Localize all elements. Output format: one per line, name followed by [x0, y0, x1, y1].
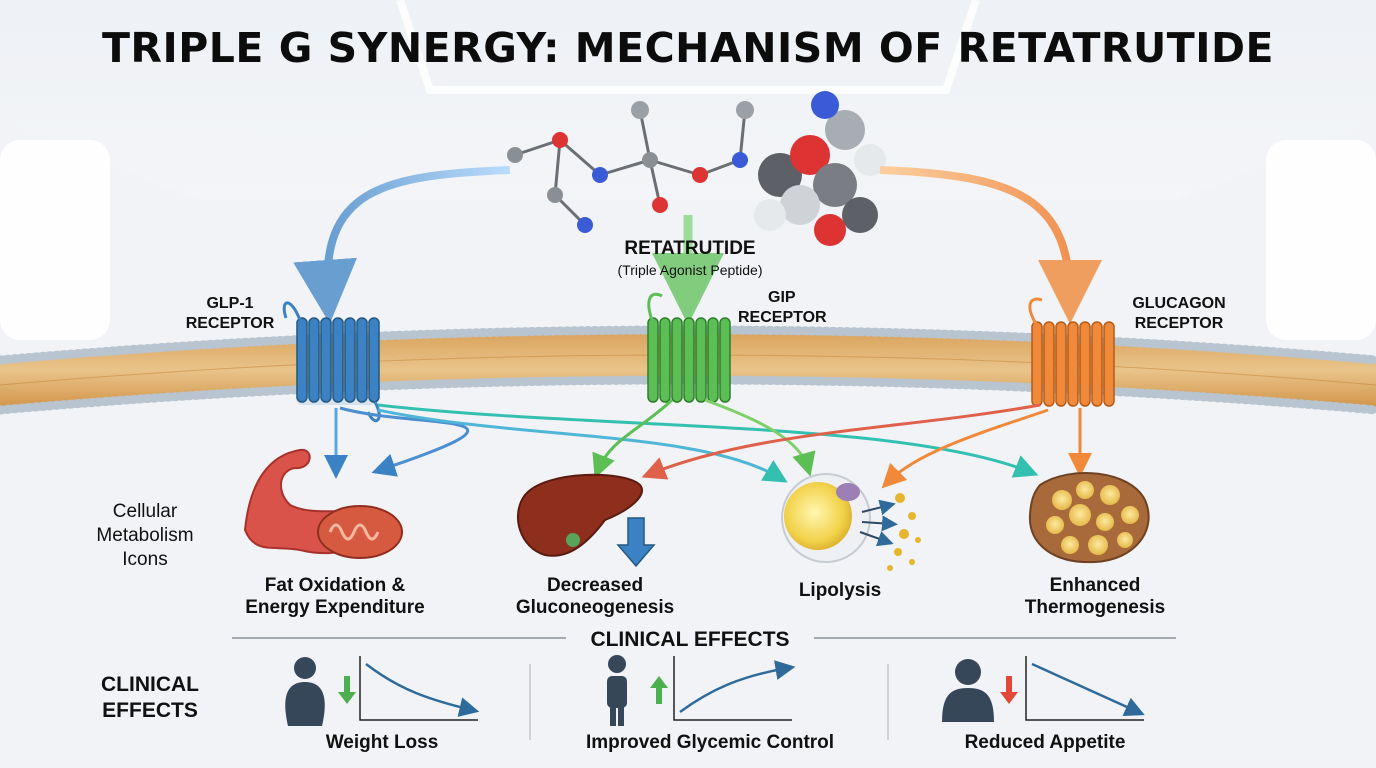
glucagon-receptor-shape: [1028, 297, 1115, 407]
reduced-appetite-panel: [942, 656, 1145, 722]
retatrutide-molecule: [507, 91, 886, 246]
clinical-label-weight-loss: Weight Loss: [325, 732, 439, 753]
receptor-label-line1: GLUCAGON: [1132, 295, 1226, 312]
glp1-receptor-shape: [282, 301, 381, 423]
effect-line2: Thermogenesis: [1024, 597, 1166, 618]
trend-line: [1031, 662, 1145, 716]
glp1-receptor-label: GLP-1 RECEPTOR: [180, 294, 280, 334]
clinical-effects-header: CLINICAL EFFECTS: [590, 628, 790, 651]
clinical-side-line2: EFFECTS: [102, 699, 198, 722]
effect-line2: Gluconeogenesis: [515, 597, 675, 618]
gip-receptor-label: GIP RECEPTOR: [738, 288, 848, 328]
signal-arrows: [324, 398, 1092, 489]
receptor-label-line2: RECEPTOR: [1134, 315, 1224, 332]
glucagon-receptor-label: GLUCAGON RECEPTOR: [1114, 294, 1244, 334]
down-arrow-icon: [1000, 676, 1018, 704]
weight-loss-panel: [285, 656, 480, 726]
clinical-label-reduced-appetite: Reduced Appetite: [964, 732, 1126, 753]
effect-line1: Lipolysis: [798, 580, 882, 601]
effect-fat-oxidation: Fat Oxidation & Energy Expenditure: [220, 575, 450, 619]
trend-line: [365, 663, 480, 717]
trend-line: [679, 660, 796, 714]
liver-icon: [516, 473, 656, 568]
receptor-label-line2: RECEPTOR: [738, 309, 827, 326]
trend-axes: [1025, 656, 1144, 721]
clinical-label-glycemic-control: Improved Glycemic Control: [585, 732, 835, 753]
cellular-metabolism-label: Cellular Metabolism Icons: [70, 500, 220, 572]
molecule-name: RETATRUTIDE: [624, 238, 756, 259]
person-icon: [942, 659, 994, 722]
molecule-flows: [293, 166, 1102, 325]
clinical-side-line1: CLINICAL: [101, 673, 199, 696]
molecule-subtitle: (Triple Agonist Peptide): [617, 262, 763, 278]
fat-cell-icon: [781, 473, 921, 571]
effect-line1: Decreased: [546, 575, 644, 596]
person-icon: [607, 655, 627, 726]
side-label-line3: Icons: [122, 549, 168, 570]
clinical-effects-side-label: CLINICAL EFFECTS: [80, 672, 220, 724]
effect-thermogenesis: Enhanced Thermogenesis: [990, 575, 1200, 619]
gip-receptor-shape: [647, 292, 731, 403]
person-icon: [285, 657, 325, 726]
effect-line1: Enhanced: [1049, 575, 1141, 596]
brown-fat-icon: [1028, 472, 1150, 564]
effect-lipolysis: Lipolysis: [760, 580, 920, 602]
effect-line2: Energy Expenditure: [245, 597, 425, 618]
side-label-line2: Metabolism: [96, 525, 194, 546]
down-arrow-icon: [338, 676, 356, 704]
glycemic-control-panel: [607, 655, 796, 726]
receptor-label-line1: GIP: [768, 289, 796, 306]
effect-gluconeogenesis: Decreased Gluconeogenesis: [480, 575, 710, 619]
trend-axes: [359, 656, 478, 721]
effect-line1: Fat Oxidation &: [264, 575, 406, 596]
trend-axes: [673, 656, 792, 721]
receptor-label-line1: GLP-1: [206, 295, 254, 312]
up-arrow-icon: [650, 676, 668, 704]
page-title: TRIPLE G SYNERGY: MECHANISM OF RETATRUTI…: [101, 24, 1275, 72]
side-label-line1: Cellular: [112, 501, 178, 522]
receptor-label-line2: RECEPTOR: [185, 315, 275, 332]
muscle-mitochondria-icon: [243, 448, 403, 559]
